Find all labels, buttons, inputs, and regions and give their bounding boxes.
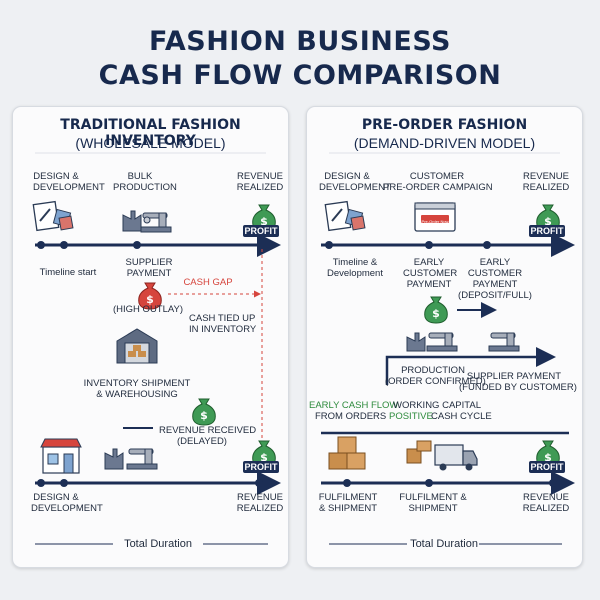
cash-tied-label: CASH TIED UP IN INVENTORY <box>189 313 257 335</box>
svg-text:$: $ <box>260 215 268 228</box>
preorder-browser-icon <box>414 202 456 232</box>
design-dev-label: DESIGN & DEVELOPMENT <box>319 171 391 193</box>
design-sketch-icon <box>324 200 366 232</box>
revenue-realized-label: REVENUE REALIZED <box>522 171 570 193</box>
timeline-dot <box>37 241 45 249</box>
working-capital-label: WORKING CAPITAL <box>393 400 481 411</box>
delayed-money-bag-icon: $ <box>192 398 216 426</box>
svg-text:$: $ <box>544 215 552 228</box>
preorder-diagram: $ $ <box>321 152 575 545</box>
early-payment-money-bag-icon: $ <box>424 296 448 324</box>
traditional-diagram: $ $ $ <box>32 152 281 545</box>
preorder-subheading: (DEMAND-DRIVEN MODEL) <box>353 135 536 151</box>
title-line-2: CASH FLOW COMPARISON <box>98 60 502 91</box>
early-payment-label-1: EARLY CUSTOMER PAYMENT <box>403 257 458 290</box>
delivery-truck-icon <box>406 440 478 471</box>
sewing-machine-icon-2 <box>488 332 520 352</box>
traditional-heading: TRADITIONAL FASHION INVENTORY <box>60 117 241 149</box>
storefront-icon <box>40 438 82 474</box>
sewing-machine-icon <box>406 332 458 352</box>
design-dev-label: DESIGN & DEVELOPMENT <box>33 171 105 193</box>
cash-gap-label: CASH GAP <box>183 277 233 288</box>
timeline-dev-label: Timeline & Development <box>327 257 383 279</box>
cash-cycle-label: CASH CYCLE <box>431 411 492 422</box>
total-duration-label: Total Duration <box>410 538 478 550</box>
traditional-panel: TRADITIONAL FASHION INVENTORY (WHOLESALE… <box>12 106 289 568</box>
revenue-bottom-label: REVENUE REALIZED <box>236 492 284 514</box>
svg-text:$: $ <box>432 307 440 320</box>
timeline-dot <box>133 241 141 249</box>
timeline-start-label: Timeline start <box>39 267 97 278</box>
factory-sewing-icon <box>122 210 172 233</box>
profit-badge <box>243 225 279 237</box>
total-duration-label: Total Duration <box>124 538 192 550</box>
supplier-money-bag-icon: $ <box>138 282 162 310</box>
inventory-shipment-label: INVENTORY SHIPMENT & WAREHOUSING <box>83 378 191 400</box>
profit-badge-bottom <box>529 461 565 473</box>
warehouse-icon <box>116 328 158 364</box>
profit-label: PROFIT <box>244 226 278 236</box>
svg-text:$: $ <box>146 293 154 306</box>
fulfilment-label-2: FULFILMENT & SHIPMENT <box>399 492 467 514</box>
preorder-badge: Pre-Order Now <box>421 219 449 224</box>
traditional-subheading: (WHOLESALE MODEL) <box>75 135 226 151</box>
fulfilment-label-1: FULFILMENT & SHIPMENT <box>318 492 378 514</box>
production-label: PRODUCTION (ORDER CONFIRMED) <box>385 365 486 387</box>
positive-label: POSITIVE <box>389 411 433 422</box>
profit-badge-bottom <box>243 461 279 473</box>
design-sketch-icon <box>32 200 74 232</box>
preorder-panel: PRE-ORDER FASHION (DEMAND-DRIVEN MODEL) … <box>306 106 583 568</box>
revenue-received-label: REVENUE RECEIVED (DELAYED) <box>159 425 257 447</box>
profit-label-bottom: PROFIT <box>244 462 278 472</box>
profit-label-bottom: PROFIT <box>530 462 564 472</box>
factory-sewing-icon-bottom <box>104 448 158 470</box>
from-orders-label: FROM ORDERS <box>315 411 387 422</box>
high-outlay-label: (HIGH OUTLAY) <box>113 304 184 315</box>
bulk-production-label: BULK PRODUCTION <box>113 171 177 193</box>
campaign-label: CUSTOMER PRE-ORDER CAMPAIGN <box>383 171 493 193</box>
early-payment-label-2: EARLY CUSTOMER PAYMENT (DEPOSIT/FULL) <box>458 257 532 301</box>
timeline-dot <box>60 241 68 249</box>
early-cash-flow-label: EARLY CASH FLOW <box>309 400 399 411</box>
production-timeline <box>385 347 556 385</box>
design-dev-bottom-label: DESIGN & DEVELOPMENT <box>31 492 103 514</box>
preorder-heading: PRE-ORDER FASHION <box>361 117 528 133</box>
boxes-icon <box>328 436 366 470</box>
supplier-payment-label: SUPPLIER PAYMENT <box>125 257 173 279</box>
title-line-1: FASHION BUSINESS <box>149 26 451 57</box>
profit-label: PROFIT <box>530 226 564 236</box>
supplier-payment-label: SUPPLIER PAYMENT (FUNDED BY CUSTOMER) <box>459 371 577 393</box>
svg-text:$: $ <box>260 451 268 464</box>
svg-text:$: $ <box>544 451 552 464</box>
svg-text:$: $ <box>200 409 208 422</box>
revenue-realized-label: REVENUE REALIZED <box>236 171 284 193</box>
revenue-bottom-label: REVENUE REALIZED <box>522 492 570 514</box>
